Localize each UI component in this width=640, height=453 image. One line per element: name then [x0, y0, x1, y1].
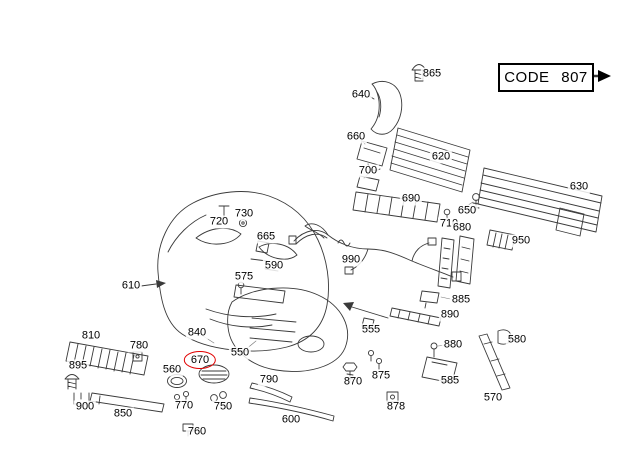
part-label-760[interactable]: 760 [185, 425, 209, 439]
part-label-600[interactable]: 600 [279, 413, 303, 427]
part-label-555[interactable]: 555 [359, 323, 383, 337]
part-label-610[interactable]: 610 [119, 279, 143, 293]
part-label-990[interactable]: 990 [339, 253, 363, 267]
part-label-660[interactable]: 660 [344, 130, 368, 144]
part-label-840[interactable]: 840 [185, 326, 209, 340]
bracket-700 [356, 175, 380, 192]
code-text: CODE 807 [504, 69, 588, 86]
part-label-690[interactable]: 690 [399, 192, 423, 206]
part-label-810[interactable]: 810 [79, 329, 103, 343]
part-label-950[interactable]: 950 [509, 234, 533, 248]
part-label-895[interactable]: 895 [66, 359, 90, 373]
part-label-570[interactable]: 570 [481, 391, 505, 405]
part-label-865[interactable]: 865 [420, 67, 444, 81]
part-label-550[interactable]: 550 [228, 346, 252, 360]
screw-895-icon [64, 374, 80, 390]
part-label-880[interactable]: 880 [441, 338, 465, 352]
part-label-630[interactable]: 630 [567, 180, 591, 194]
bumper-bar-630 [477, 167, 603, 237]
view-arrow-610-icon [140, 280, 166, 288]
bracket-680 [437, 235, 475, 289]
bracket-950 [486, 229, 516, 251]
part-label-780[interactable]: 780 [127, 339, 151, 353]
fog-cover-670 [198, 364, 230, 384]
part-label-900[interactable]: 900 [73, 400, 97, 414]
part-label-575[interactable]: 575 [232, 270, 256, 284]
part-label-560[interactable]: 560 [160, 363, 184, 377]
part-label-680[interactable]: 680 [450, 221, 474, 235]
grille-810 [65, 341, 149, 376]
part-label-650[interactable]: 650 [455, 204, 479, 218]
part-label-640[interactable]: 640 [349, 88, 373, 102]
molding-600 [248, 397, 335, 422]
bracket-885 [419, 290, 440, 309]
screws-875-icon [367, 349, 383, 370]
strip-850 [89, 392, 165, 413]
part-label-700[interactable]: 700 [356, 164, 380, 178]
view-arrow-555-icon [343, 302, 389, 319]
part-label-750[interactable]: 750 [211, 400, 235, 414]
part-label-580[interactable]: 580 [505, 333, 529, 347]
part-label-885[interactable]: 885 [449, 293, 473, 307]
part-label-585[interactable]: 585 [438, 374, 462, 388]
part-label-875[interactable]: 875 [369, 369, 393, 383]
part-label-670[interactable]: 670 [183, 351, 217, 369]
part-label-590[interactable]: 590 [262, 259, 286, 273]
part-label-770[interactable]: 770 [172, 399, 196, 413]
strip-890 [389, 307, 442, 327]
part-label-890[interactable]: 890 [438, 308, 462, 322]
part-label-720[interactable]: 720 [207, 215, 231, 229]
part-label-730[interactable]: 730 [232, 207, 256, 221]
strip-570 [478, 333, 511, 391]
code-box: CODE 807 [498, 63, 594, 92]
part-label-870[interactable]: 870 [341, 375, 365, 389]
part-label-665[interactable]: 665 [254, 230, 278, 244]
part-label-850[interactable]: 850 [111, 407, 135, 421]
part-label-790[interactable]: 790 [257, 373, 281, 387]
screw-880-icon [430, 342, 438, 358]
strip-790 [249, 382, 293, 403]
lower-bumper-550 [227, 287, 349, 372]
part-label-878[interactable]: 878 [384, 400, 408, 414]
part-label-620[interactable]: 620 [429, 150, 453, 164]
